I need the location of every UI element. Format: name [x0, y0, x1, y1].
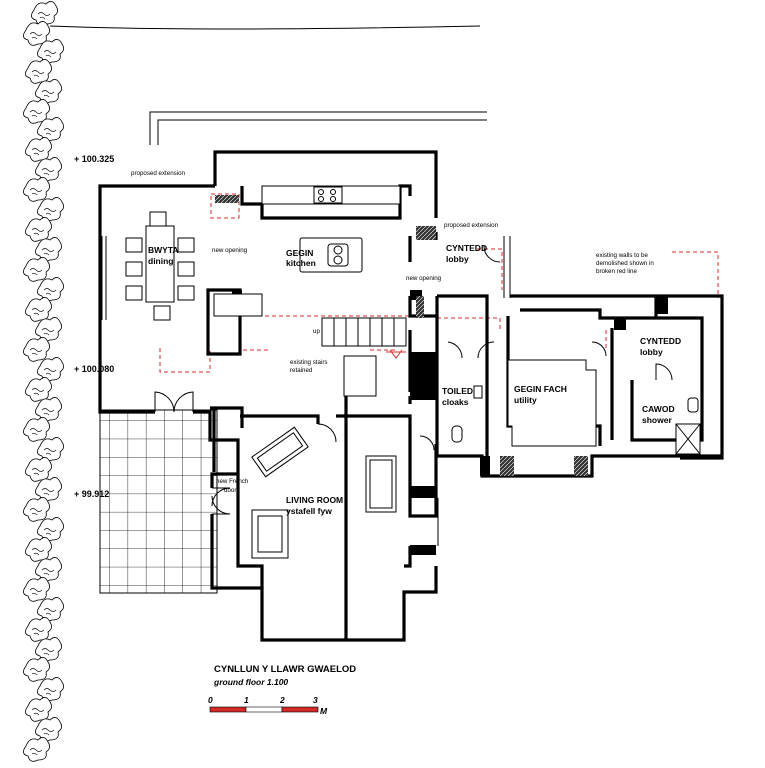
scale-segment — [281, 706, 319, 713]
hedge-row — [23, 1, 64, 762]
utility-label-welsh: GEGIN FACH — [514, 384, 567, 394]
site-boundary-line — [49, 25, 481, 30]
lobby-2-label: lobby — [640, 347, 663, 357]
note-french-doors: doors — [224, 487, 239, 494]
lobby-2-label-welsh: CYNTEDD — [640, 336, 681, 346]
scale-tick: 0 — [208, 695, 213, 705]
note-demolition: broken red line — [596, 268, 637, 275]
dining-label: dining — [148, 256, 174, 266]
new-wall-hatch — [215, 195, 588, 476]
scale-segment — [245, 706, 283, 713]
level-marker: + 100.325 — [74, 154, 114, 164]
living-room-label: LIVING ROOM — [286, 495, 343, 505]
scale-tick: 2 — [279, 695, 285, 705]
shower-label-welsh: CAWOD — [642, 404, 675, 414]
scale-tick: 3 — [313, 695, 318, 705]
note-proposed-extension: proposed extension — [444, 222, 499, 229]
kitchen-units — [261, 185, 401, 273]
note-stairs: existing stairs — [290, 359, 327, 366]
note-up: up — [313, 328, 320, 335]
utility-fittings — [419, 359, 701, 455]
drawing-subtitle: ground floor 1.100 — [213, 677, 288, 687]
demolition-lines — [159, 193, 719, 373]
scale-tick: 1 — [244, 695, 249, 705]
note-new-opening: new opening — [212, 247, 248, 254]
drawing-title: CYNLLUN Y LLAWR GWAELOD — [214, 664, 356, 675]
scale-segment — [209, 706, 247, 713]
dining-set — [125, 211, 263, 321]
cloaks-label: cloaks — [442, 397, 469, 407]
dining-label-welsh: BWYTA — [148, 245, 179, 255]
note-demolition: demolished shown in — [596, 260, 654, 267]
kitchen-label-welsh: GEGIN — [286, 248, 313, 258]
doors — [101, 236, 673, 546]
shower-label: shower — [642, 415, 672, 425]
note-proposed-extension: proposed extension — [131, 170, 186, 177]
terrace-paving — [99, 409, 218, 594]
utility-label: utility — [514, 395, 537, 405]
note-new-opening: new opening — [406, 275, 442, 282]
note-french-doors: new French — [216, 478, 249, 485]
living-furniture — [251, 423, 397, 559]
lobby-label-welsh: CYNTEDD — [446, 243, 487, 253]
scale-unit: M — [320, 706, 328, 716]
level-marker: + 100.080 — [74, 364, 114, 374]
kitchen-label: kitchen — [286, 258, 316, 268]
stairs — [321, 317, 407, 397]
living-room-label-welsh: ystafell fyw — [286, 506, 332, 516]
boundary-wall — [149, 111, 487, 145]
cloaks-label-welsh: TOILED — [442, 386, 473, 396]
walls — [98, 150, 724, 642]
lobby-label: lobby — [446, 254, 469, 264]
level-marker: + 99.912 — [74, 489, 109, 499]
note-demolition: existing walls to be — [596, 252, 648, 259]
scale-bar: 0 1 2 3 M — [208, 695, 328, 716]
note-stairs: retained — [290, 367, 313, 374]
